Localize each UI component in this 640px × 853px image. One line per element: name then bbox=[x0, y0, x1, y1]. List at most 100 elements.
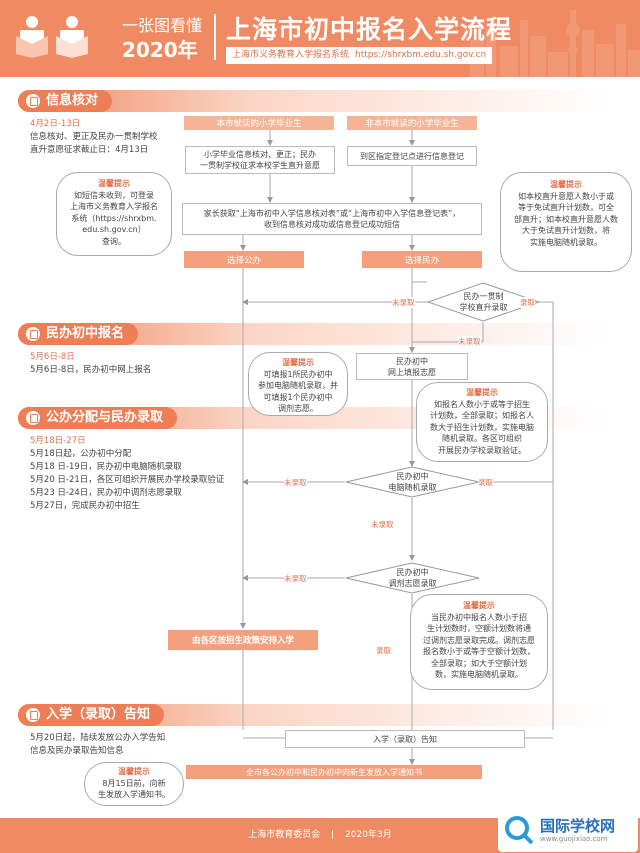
s4-info: 5月20日起，陆续发放公办入学告知 信息及民办录取告知信息 bbox=[30, 732, 200, 758]
edge-admitted: 录取 bbox=[520, 297, 535, 308]
tip-title: 温馨提示 bbox=[98, 179, 130, 188]
district-assign-bar: 由各区按招生政策安排入学 bbox=[168, 630, 318, 650]
lottery-label: 民办初中 电脑随机录取 bbox=[345, 471, 480, 493]
reading-students-icon bbox=[16, 16, 88, 58]
diamond-line: 民办初中 bbox=[396, 472, 429, 481]
page-title: 上海市初中报名入学流程 bbox=[226, 15, 513, 44]
lottery-diamond bbox=[345, 466, 480, 498]
tip-line: 数，实施电脑随机录取。 bbox=[435, 670, 523, 679]
edge-not-admitted: 未录取 bbox=[458, 336, 481, 347]
final-notice-bar: 全市各公办初中和民办初中向新生发放入学通知书 bbox=[186, 765, 482, 779]
s3-info: 5月18日-27日 5月18日起，公办初中分配 5月18 日-19日，民办初中电… bbox=[30, 435, 240, 513]
s3-line: 5月18 日-19日，民办初中电脑随机录取 bbox=[30, 462, 182, 472]
box-line: 一贯制学校征求本校学生直升意愿 bbox=[200, 161, 320, 170]
watermark-name: 国际学校网 bbox=[540, 817, 616, 835]
tip-line: 等于免试直升计划数，可全 bbox=[518, 203, 614, 212]
document-icon bbox=[26, 94, 40, 108]
s2-info: 5月6日-8日 5月6日-8日，民办初中网上报名 bbox=[30, 351, 200, 377]
tip-line: edu.sh.gov.cn） bbox=[82, 225, 146, 234]
tip-line: 参加电脑随机录取，并 bbox=[258, 381, 338, 390]
edge-not-admitted: 未录取 bbox=[284, 573, 307, 584]
header-divider bbox=[214, 14, 216, 60]
tip-line: 大于免试直升计划数，将 bbox=[522, 226, 610, 235]
tip-line: 生发放入学通知书。 bbox=[98, 790, 170, 799]
s3-line: 5月27日，完成民办初中招生 bbox=[30, 501, 140, 511]
adjust-diamond bbox=[345, 562, 480, 594]
notice-box: 入学（录取）告知 bbox=[285, 730, 525, 748]
footer-date: 2020年3月 bbox=[345, 830, 392, 840]
s4-line: 5月20日起，陆续发放公办入学告知 bbox=[30, 733, 166, 743]
tip-title: 温馨提示 bbox=[550, 180, 582, 189]
apply-online-box: 民办初中 网上填报志愿 bbox=[356, 353, 468, 380]
tip-line: 可填报1所民办初中 bbox=[263, 369, 333, 379]
edge-not-admitted: 未录取 bbox=[284, 477, 307, 488]
section-notice: 入学（录取）告知 bbox=[18, 704, 608, 726]
tip-line: 当民办初中报名人数小于招 bbox=[431, 612, 527, 622]
s3-line: 5月23 日-24日，民办初中调剂志愿录取 bbox=[30, 488, 182, 498]
s3-line: 5月18日起，公办初中分配 bbox=[30, 449, 132, 459]
tagline: 一张图看懂 bbox=[122, 16, 203, 35]
tip-line: 计划数，全部录取；如报名人 bbox=[430, 411, 534, 420]
tip-line: 如报名人数小于或等于招生 bbox=[434, 399, 530, 409]
s1-date: 4月2日-13日 bbox=[30, 119, 81, 129]
header-banner: 一张图看懂 2020年 上海市初中报名入学流程 上海市义务教育入学报名系统 ht… bbox=[0, 0, 640, 77]
system-link[interactable]: 上海市义务教育入学报名系统 https://shrxbm.edu.sh.gov.… bbox=[226, 47, 493, 64]
box-line: 收到信息核对成功或信息登记成功短信 bbox=[264, 220, 400, 229]
direct-admit-diamond bbox=[427, 282, 540, 322]
section-info-verify: 信息核对 bbox=[18, 90, 608, 112]
s3-date: 5月18日-27日 bbox=[30, 436, 86, 446]
section-title: 民办初中报名 bbox=[46, 326, 125, 341]
section-title: 入学（录取）告知 bbox=[46, 707, 151, 722]
skyline-illustration bbox=[470, 10, 640, 77]
footer-separator: | bbox=[331, 830, 335, 840]
tip-line: 过调剂志愿录取完成。调剂志愿 bbox=[423, 635, 535, 645]
watermark-logo: 国际学校网 www.guojixiao.com bbox=[498, 808, 638, 852]
system-url: https://shrxbm.edu.sh.gov.cn bbox=[355, 50, 487, 60]
tip-line: 数大于招生计划数，实施电脑 bbox=[430, 422, 534, 432]
parents-box: 家长获取“上海市初中入学信息核对表”或“上海市初中入学信息登记表”， 收到信息核… bbox=[182, 203, 482, 235]
tip-line: 报名数小于或等于空额计划数， bbox=[423, 647, 535, 656]
s4-line: 信息及民办录取告知信息 bbox=[30, 746, 124, 756]
watermark-url: www.guojixiao.com bbox=[540, 835, 608, 843]
s2-date: 5月6日-8日 bbox=[30, 352, 75, 362]
box-line: 网上填报志愿 bbox=[388, 367, 436, 377]
tip-line: 生计划数时，空额计划数将通 bbox=[427, 624, 531, 633]
edge-admitted: 录取 bbox=[376, 645, 391, 656]
tip-line: 可填报1个民办初中 bbox=[263, 392, 333, 402]
tip-title: 温馨提示 bbox=[282, 358, 314, 367]
tip-line: 8月15日前，向新 bbox=[102, 778, 166, 788]
footer-org: 上海市教育委员会 bbox=[248, 830, 321, 840]
tip-line: 上海市义务教育入学报名 bbox=[70, 202, 158, 211]
diamond-line: 电脑随机录取 bbox=[388, 483, 437, 492]
s1-line: 信息核对、更正及民办一贯制学校 bbox=[30, 132, 158, 142]
tip-lottery: 温馨提示 如报名人数小于或等于招生 计划数，全部录取；如报名人 数大于招生计划数… bbox=[416, 382, 548, 462]
tip-line: 部直升；如本校直升意愿人数 bbox=[514, 214, 618, 224]
section-title: 信息核对 bbox=[46, 93, 99, 108]
s1-info: 4月2日-13日 信息核对、更正及民办一贯制学校 直升意愿征求截止日：4月13日 bbox=[30, 118, 190, 157]
verify-local-box: 小学毕业信息核对、更正；民办 一贯制学校征求本校学生直升意愿 bbox=[185, 146, 335, 174]
local-grad-label: 本市就读的小学毕业生 bbox=[184, 116, 334, 130]
tip-line: 实施电脑随机录取。 bbox=[530, 237, 602, 247]
nonlocal-grad-label: 非本市就读的小学毕业生 bbox=[347, 116, 477, 130]
tip-notice: 温馨提示 8月15日前，向新 生发放入学通知书。 bbox=[84, 762, 184, 806]
tip-line: 开展民办学校录取验证。 bbox=[438, 445, 526, 455]
document-icon bbox=[26, 708, 40, 722]
s3-line: 5月20 日-21日，各区可组织开展民办学校录取验证 bbox=[30, 475, 225, 485]
tip-title: 温馨提示 bbox=[463, 601, 495, 610]
tip-apply: 温馨提示 可填报1所民办初中 参加电脑随机录取，并 可填报1个民办初中 调剂志愿… bbox=[248, 352, 348, 416]
tip-line: 全部录取；如大于空额计划 bbox=[431, 658, 527, 668]
document-icon bbox=[26, 411, 40, 425]
verify-nonlocal-box: 到区指定登记点进行信息登记 bbox=[347, 146, 477, 166]
diamond-line: 学校直升录取 bbox=[459, 303, 508, 312]
magnifier-logo-icon bbox=[505, 816, 534, 845]
document-icon bbox=[26, 327, 40, 341]
diamond-line: 民办初中 bbox=[396, 568, 429, 577]
year-label: 2020年 bbox=[122, 38, 198, 62]
choose-private-option: 选择民办 bbox=[362, 251, 482, 268]
s1-line: 直升意愿征求截止日：4月13日 bbox=[30, 145, 149, 155]
tip-line: 系统（https://shrxbm. bbox=[71, 213, 157, 223]
tip-line: 如短信未收到，可登录 bbox=[74, 190, 154, 200]
diamond-line: 民办一贯制 bbox=[463, 292, 504, 301]
box-line: 家长获取“上海市初中入学信息核对表”或“上海市初中入学信息登记表”， bbox=[203, 209, 461, 218]
box-line: 小学毕业信息核对、更正；民办 bbox=[204, 150, 316, 159]
